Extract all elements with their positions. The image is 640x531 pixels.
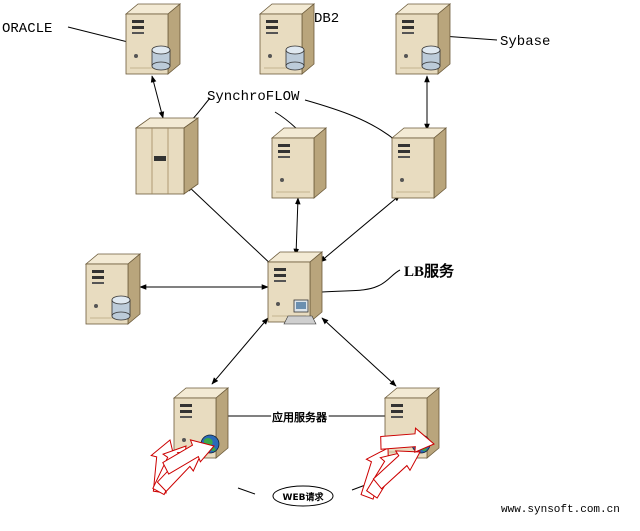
oracle-db-server [125,3,181,75]
sybase-label: Sybase [500,34,550,50]
load-balancer-server-icon [267,251,323,325]
tower-server-icon [134,117,200,195]
standby-db-server [85,253,141,325]
website-label: www.synsoft.com.cn [501,504,620,516]
app-server-label: 应用服务器 [272,410,328,424]
db2-db-server [259,3,315,75]
synchroflow-label: SynchroFLOW [207,89,300,105]
web-request-oval [272,485,334,507]
sybase-db-server [395,3,451,75]
oracle-label: ORACLE [2,21,52,37]
connection-lines [139,75,430,417]
db2-label: DB2 [314,11,339,27]
web-request-label: WEB请求 [283,491,325,503]
synchroflow-server-3 [391,127,447,199]
synchroflow-server-2 [271,127,327,199]
lb-service-label: LB服务 [404,262,455,280]
